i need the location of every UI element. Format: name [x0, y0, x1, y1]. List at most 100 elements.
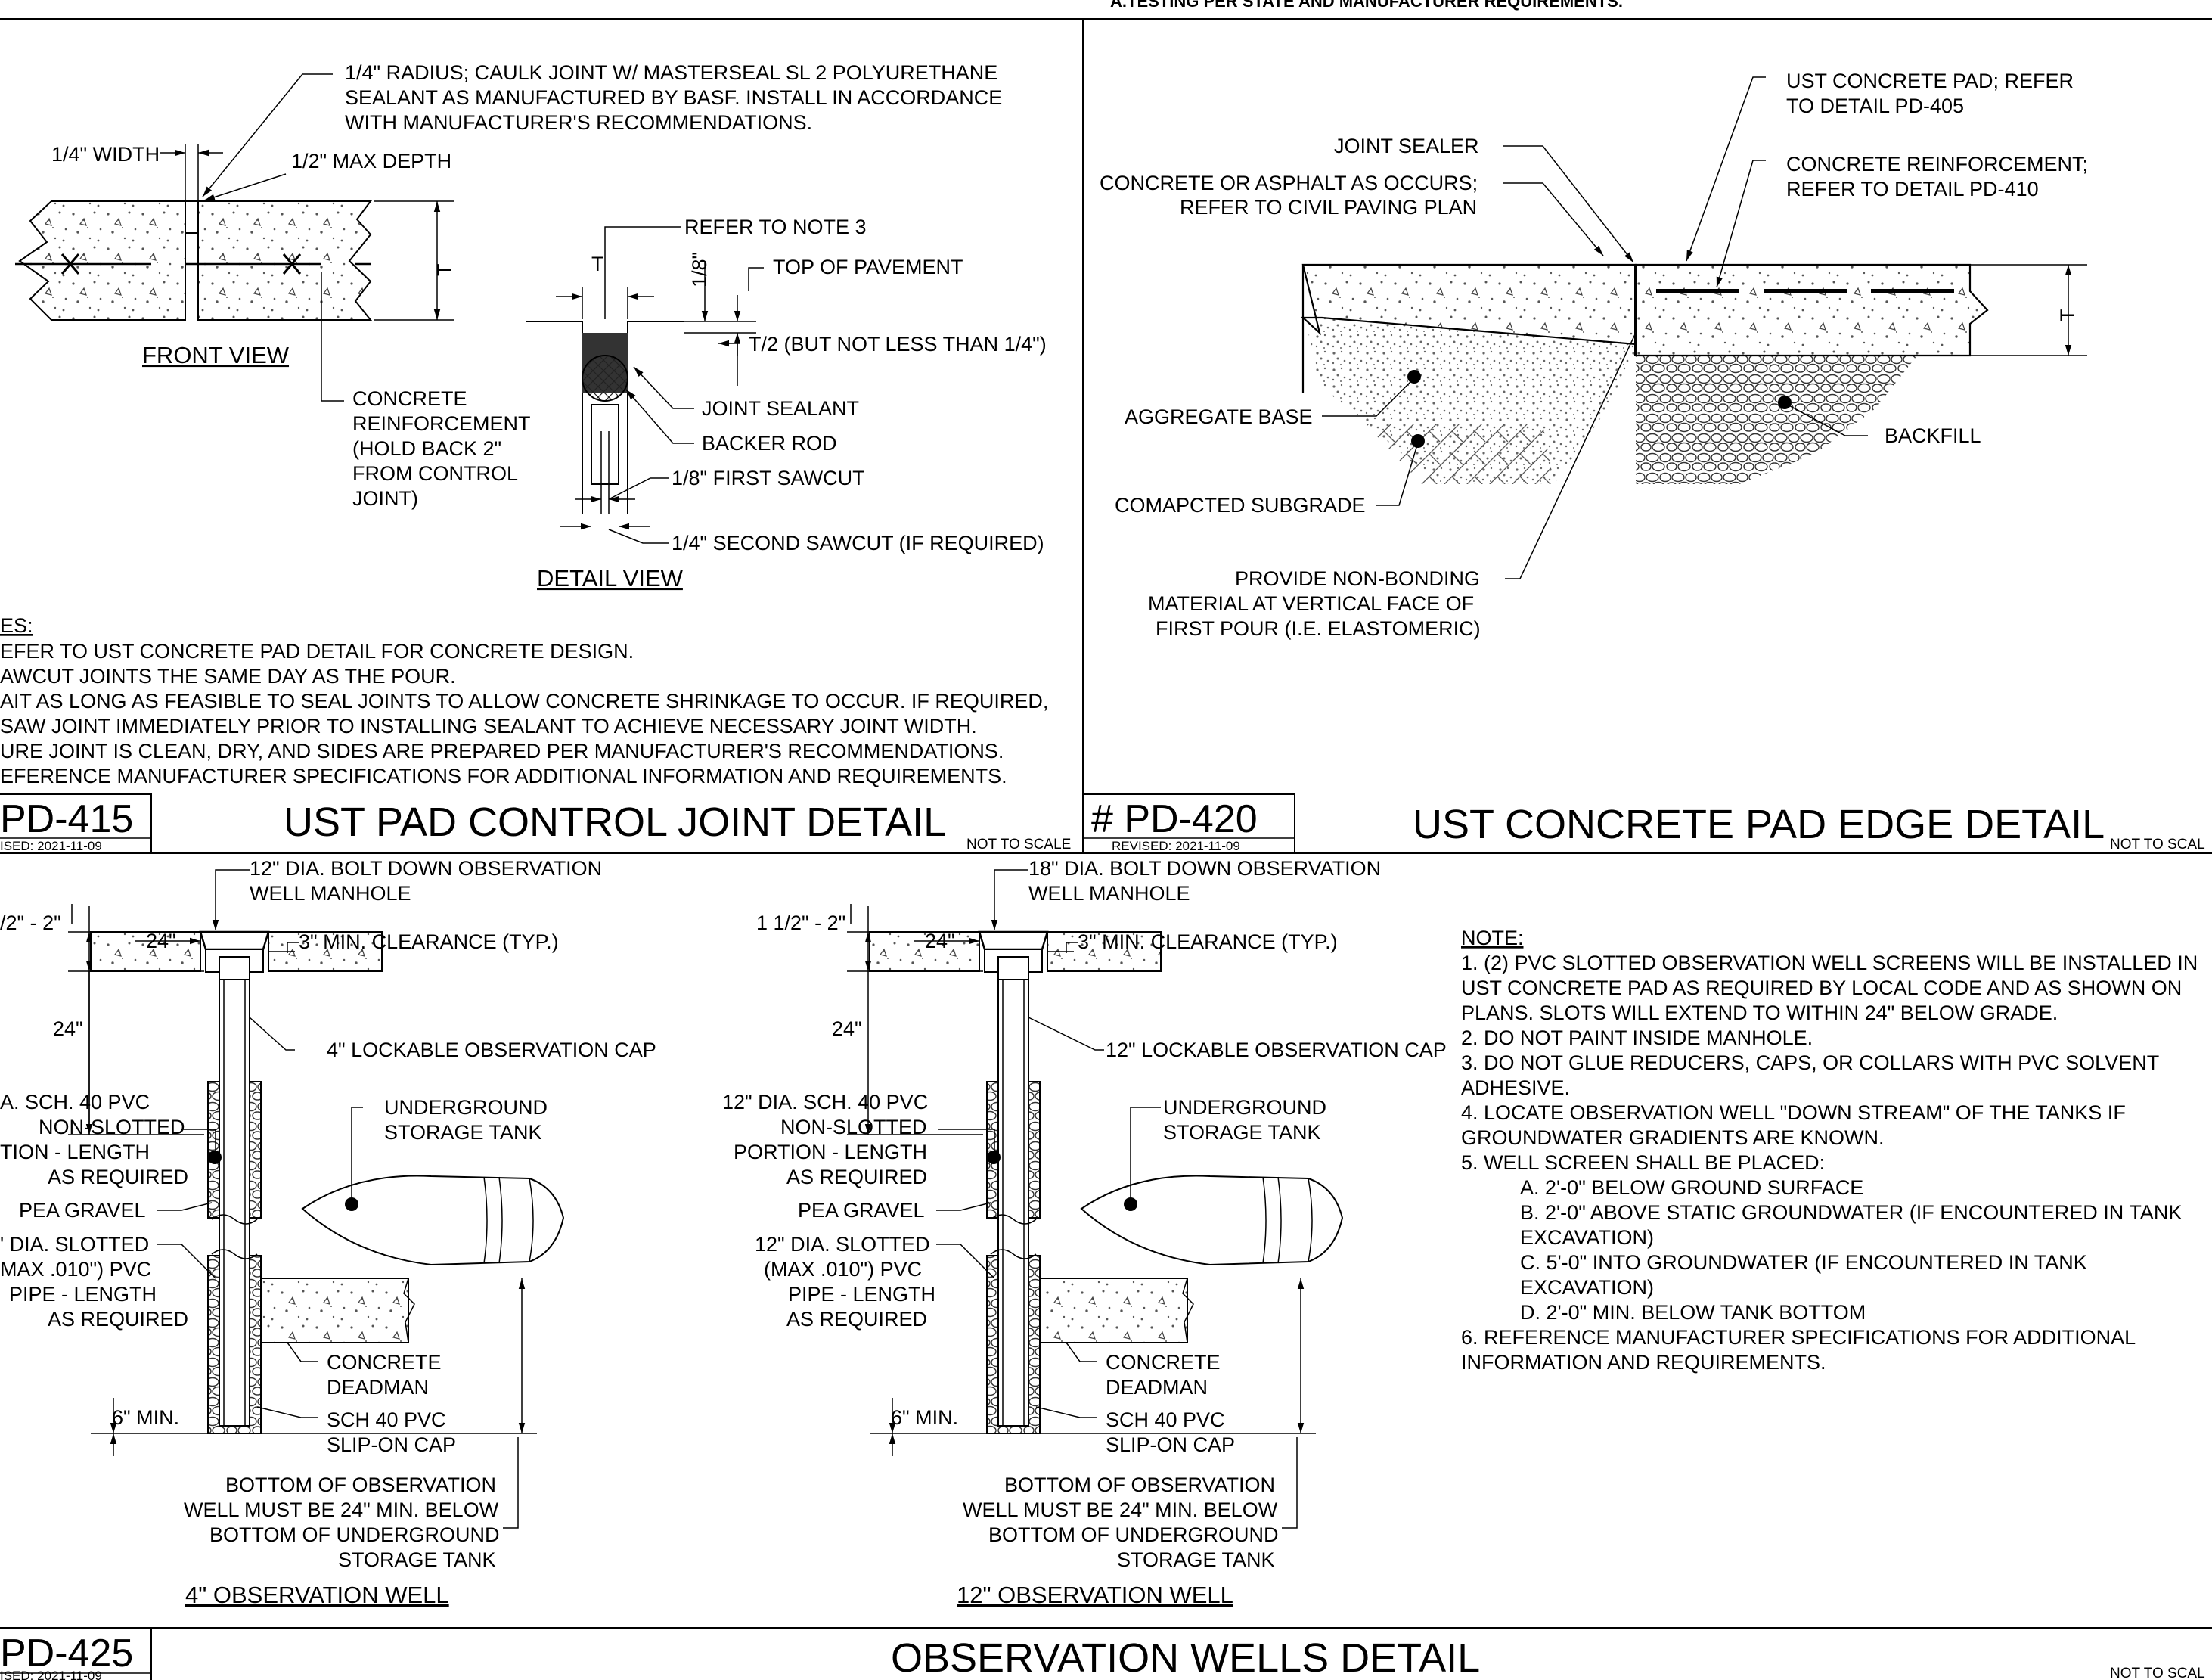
pd415-note-2: AWCUT JOINTS THE SAME DAY AS THE POUR.	[0, 665, 456, 688]
well12-pvc-1: 12" DIA. SCH. 40 PVC	[722, 1091, 928, 1113]
top-testing-note: A.TESTING PER STATE AND MANUFACTURER REQ…	[1110, 0, 1623, 11]
well4-bottom-2: WELL MUST BE 24" MIN. BELOW	[184, 1498, 499, 1521]
pd425-note-1: 1. (2) PVC SLOTTED OBSERVATION WELL SCRE…	[1461, 952, 2198, 974]
well4-slipcap-2: SLIP-ON CAP	[327, 1433, 456, 1456]
non-bonding-callout-3: FIRST POUR (I.E. ELASTOMERIC)	[1156, 617, 1481, 640]
well4-tank-1: UNDERGROUND	[384, 1096, 548, 1119]
well12-pvc-2: NON-SLOTTED	[780, 1116, 927, 1138]
backer-rod-label: BACKER ROD	[702, 432, 837, 455]
pad-t-label: T	[2056, 309, 2079, 322]
pd425-note-heading: NOTE:	[1461, 927, 1524, 949]
well4-cap: 4" LOCKABLE OBSERVATION CAP	[327, 1039, 656, 1061]
t-dim-label: T	[433, 264, 456, 277]
well12-slipcap-2: SLIP-ON CAP	[1106, 1433, 1235, 1456]
pd420-title: UST CONCRETE PAD EDGE DETAIL	[1413, 802, 2105, 847]
well4-slotted-2: MAX .010") PVC	[0, 1258, 151, 1281]
pd425-note-16: 6. REFERENCE MANUFACTURER SPECIFICATIONS…	[1461, 1326, 2136, 1349]
well12-d24b: 24"	[832, 1017, 862, 1040]
well12-d24a: 24"	[925, 930, 955, 952]
well4-clearance: 3" MIN. CLEARANCE (TYP.)	[299, 930, 559, 953]
well4-top-dim: /2" - 2"	[0, 911, 61, 934]
t-half-label: T/2 (BUT NOT LESS THAN 1/4")	[749, 333, 1047, 356]
well12-bottom-3: BOTTOM OF UNDERGROUND	[988, 1523, 1279, 1546]
pd425-note-13: C. 5'-0" INTO GROUNDWATER (IF ENCOUNTERE…	[1520, 1251, 2087, 1274]
pd425-note-2: UST CONCRETE PAD AS REQUIRED BY LOCAL CO…	[1461, 977, 2182, 999]
pd420-number-box	[1083, 793, 1295, 853]
pd420-revised: REVISED: 2021-11-09	[1112, 839, 1240, 853]
pd425-note-12: EXCAVATION)	[1520, 1226, 1654, 1249]
pd425-note-11: B. 2'-0" ABOVE STATIC GROUNDWATER (IF EN…	[1520, 1201, 2182, 1224]
well4-manhole-2: WELL MANHOLE	[250, 882, 411, 905]
well4-bottom-1: BOTTOM OF OBSERVATION	[225, 1473, 496, 1496]
pd425-note-15: D. 2'-0" MIN. BELOW TANK BOTTOM	[1520, 1301, 1866, 1324]
first-sawcut-label: 1/8" FIRST SAWCUT	[672, 467, 865, 489]
reinforcement-callout-5: JOINT)	[352, 487, 418, 510]
pd425-note-5: 3. DO NOT GLUE REDUCERS, CAPS, OR COLLAR…	[1461, 1051, 2159, 1074]
detail-t-label: T	[591, 253, 604, 275]
well4-pvc-3: TION - LENGTH	[0, 1141, 150, 1163]
pd415-note-4: SAW JOINT IMMEDIATELY PRIOR TO INSTALLIN…	[0, 715, 977, 738]
well12-bottom-4: STORAGE TANK	[1117, 1548, 1275, 1571]
pd425-note-7: 4. LOCATE OBSERVATION WELL "DOWN STREAM"…	[1461, 1101, 2126, 1124]
well-12in-drawing	[847, 869, 1344, 1529]
second-sawcut-label: 1/4" SECOND SAWCUT (IF REQUIRED)	[672, 532, 1044, 554]
pd420-number: # PD-420	[1091, 797, 1258, 841]
well12-label: 12" OBSERVATION WELL	[957, 1582, 1233, 1608]
pd415-number: PD-415	[0, 797, 133, 841]
well12-slipcap-1: SCH 40 PVC	[1106, 1408, 1225, 1431]
well12-tank-2: STORAGE TANK	[1163, 1121, 1321, 1144]
pd415-note-3: AIT AS LONG AS FEASIBLE TO SEAL JOINTS T…	[0, 690, 1048, 713]
pd415-note-5: URE JOINT IS CLEAN, DRY, AND SIDES ARE P…	[0, 740, 1004, 762]
pd425-title: OBSERVATION WELLS DETAIL	[891, 1635, 1480, 1680]
well12-pvc-4: AS REQUIRED	[786, 1166, 927, 1188]
well12-slotted-4: AS REQUIRED	[786, 1308, 927, 1331]
subgrade-callout: COMAPCTED SUBGRADE	[1115, 494, 1366, 517]
well12-tank-1: UNDERGROUND	[1163, 1096, 1326, 1119]
well12-deadman-2: DEADMAN	[1106, 1376, 1208, 1399]
pd425-revised: ISED: 2021-11-09	[0, 1669, 102, 1680]
pd425-note-10: A. 2'-0" BELOW GROUND SURFACE	[1520, 1176, 1863, 1199]
well4-bottom-3: BOTTOM OF UNDERGROUND	[209, 1523, 500, 1546]
pd415-note-1: EFER TO UST CONCRETE PAD DETAIL FOR CONC…	[0, 640, 634, 663]
well12-pvc-3: PORTION - LENGTH	[734, 1141, 927, 1163]
pad-edge-drawing	[1301, 76, 2087, 579]
asphalt-callout-1: CONCRETE OR ASPHALT AS OCCURS;	[1100, 172, 1478, 194]
well12-bottom-2: WELL MUST BE 24" MIN. BELOW	[963, 1498, 1278, 1521]
eighth-label: 1/8"	[688, 252, 711, 287]
well12-manhole-1: 18" DIA. BOLT DOWN OBSERVATION	[1028, 857, 1381, 880]
detail-view-label: DETAIL VIEW	[537, 565, 684, 592]
reinforcement-callout-3: (HOLD BACK 2"	[352, 437, 501, 460]
non-bonding-callout-2: MATERIAL AT VERTICAL FACE OF	[1148, 592, 1474, 615]
front-view-drawing	[15, 73, 454, 402]
joint-sealant-label: JOINT SEALANT	[702, 397, 859, 420]
front-view-label: FRONT VIEW	[142, 342, 290, 368]
pd415-scale: NOT TO SCALE	[966, 837, 1071, 852]
pd425-note-6: ADHESIVE.	[1461, 1076, 1570, 1099]
well12-deadman-1: CONCRETE	[1106, 1351, 1221, 1374]
well4-tank-2: STORAGE TANK	[384, 1121, 542, 1144]
well12-bottom-1: BOTTOM OF OBSERVATION	[1004, 1473, 1275, 1496]
radius-callout-3: WITH MANUFACTURER'S RECOMMENDATIONS.	[345, 111, 812, 134]
well12-top-dim: 1 1/2" - 2"	[756, 911, 845, 934]
well12-slotted-3: PIPE - LENGTH	[788, 1283, 935, 1306]
pd415-revised: ISED: 2021-11-09	[0, 839, 102, 853]
well4-gravel: PEA GRAVEL	[19, 1199, 146, 1222]
well4-pvc-4: AS REQUIRED	[48, 1166, 188, 1188]
pd415-title: UST PAD CONTROL JOINT DETAIL	[284, 800, 946, 845]
well-4in-drawing	[68, 869, 565, 1529]
well4-pvc-1: A. SCH. 40 PVC	[0, 1091, 150, 1113]
pd425-note-3: PLANS. SLOTS WILL EXTEND TO WITHIN 24" B…	[1461, 1001, 2058, 1024]
non-bonding-callout-1: PROVIDE NON-BONDING	[1235, 567, 1480, 590]
well12-gravel: PEA GRAVEL	[798, 1199, 925, 1222]
reinforcement-callout-2: REINFORCEMENT	[352, 412, 531, 435]
pd425-number-box	[0, 1627, 152, 1680]
well12-min6: 6" MIN.	[891, 1406, 958, 1429]
pd415-note-6: EFERENCE MANUFACTURER SPECIFICATIONS FOR…	[0, 765, 1007, 787]
width-label: 1/4" WIDTH	[51, 143, 160, 166]
well4-d24a: 24"	[146, 930, 176, 952]
pd415-number-box	[0, 793, 152, 853]
pd425-note-9: 5. WELL SCREEN SHALL BE PLACED:	[1461, 1151, 1825, 1174]
pd425-note-8: GROUNDWATER GRADIENTS ARE KNOWN.	[1461, 1126, 1885, 1149]
well12-manhole-2: WELL MANHOLE	[1028, 882, 1190, 905]
pd425-note-4: 2. DO NOT PAINT INSIDE MANHOLE.	[1461, 1026, 1813, 1049]
